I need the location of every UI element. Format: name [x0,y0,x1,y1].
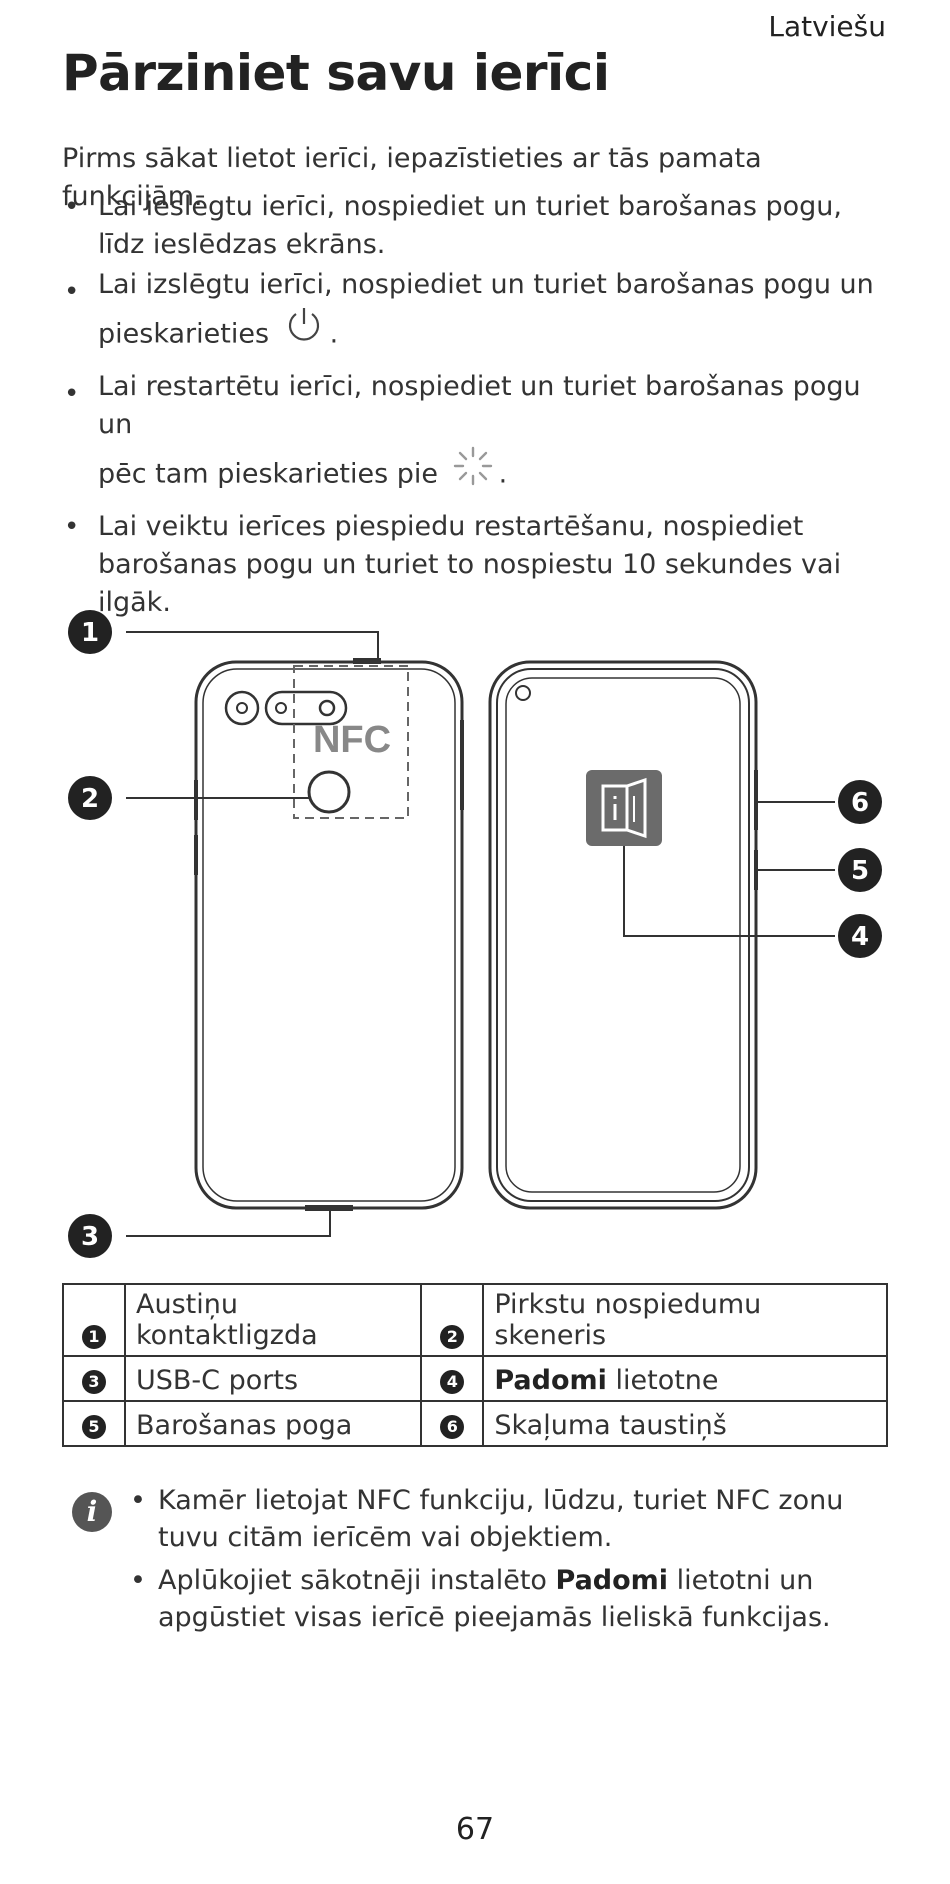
fingerprint-sensor [307,770,351,814]
nfc-zone [293,665,409,819]
svg-text:1: 1 [81,618,99,648]
info-icon: i [72,1492,112,1532]
svg-text:3: 3 [81,1222,99,1252]
part-label: Barošanas poga [123,1400,423,1447]
device-diagram: NFC 1 [0,600,950,1280]
svg-text:5: 5 [851,856,869,886]
svg-text:2: 2 [81,784,99,814]
list-item: Lai izslēgtu ierīci, nospiediet un turie… [62,266,882,366]
page-title: Pārziniet savu ierīci [62,44,610,102]
part-label: Padomi lietotne [482,1355,888,1402]
callout-3: 3 [68,1214,112,1258]
list-item: Aplūkojiet sākotnēji instalēto Padomi li… [128,1562,902,1636]
nfc-label: NFC [313,719,391,761]
restart-icon [451,444,495,506]
table-row: 5 Barošanas poga 6 Skaļuma taustiņš [62,1400,888,1447]
part-label: USB-C ports [123,1355,423,1402]
table-row: 1 Austiņu kontaktligzda 2 Pirkstu nospie… [62,1283,888,1357]
device-illustration: NFC 1 [68,610,882,1258]
page-number: 67 [455,1812,495,1847]
list-item: Lai ieslēgtu ierīci, nospiediet un turie… [62,188,882,264]
svg-text:6: 6 [851,788,869,818]
list-item: Lai restartētu ierīci, nospiediet un tur… [62,368,882,506]
list-item: Lai veiktu ierīces piespiedu restartēšan… [62,508,882,622]
list-item: Kamēr lietojat NFC funkciju, lūdzu, turi… [128,1482,902,1556]
part-label: Pirkstu nospiedumu skeneris [482,1283,888,1357]
tips-app-icon [586,770,662,846]
part-label: Austiņu kontaktligzda [123,1283,423,1357]
part-label: Skaļuma taustiņš [482,1400,888,1447]
notes-section: i Kamēr lietojat NFC funkciju, lūdzu, tu… [62,1482,902,1642]
parts-table: 1 Austiņu kontaktligzda 2 Pirkstu nospie… [62,1283,888,1447]
camera-icon [224,690,348,726]
table-row: 3 USB-C ports 4 Padomi lietotne [62,1355,888,1402]
callout-5: 5 [838,848,882,892]
svg-text:4: 4 [851,922,869,952]
callout-1: 1 [68,610,112,654]
callout-2: 2 [68,776,112,820]
instruction-list: Lai ieslēgtu ierīci, nospiediet un turie… [62,188,882,624]
language-label: Latviešu [768,10,886,43]
power-icon [282,304,326,366]
callout-4: 4 [838,914,882,958]
callout-6: 6 [838,780,882,824]
